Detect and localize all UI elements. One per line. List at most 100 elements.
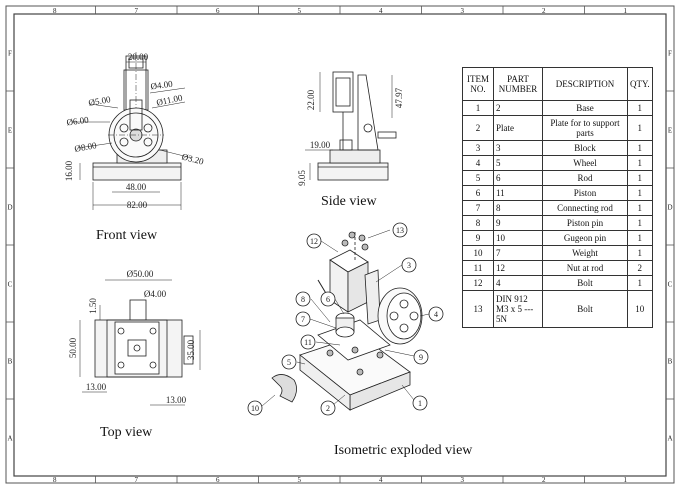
bom-cell: 3 xyxy=(462,140,494,156)
balloon-circle xyxy=(295,311,311,327)
bom-cell: 10 xyxy=(462,245,494,261)
zone-column-top: 4 xyxy=(379,7,383,15)
zone-ticks xyxy=(6,6,674,483)
bom-cell: 5 xyxy=(493,155,543,171)
balloon-circle xyxy=(392,222,408,238)
zone-column-top: 5 xyxy=(298,7,302,15)
bom-header-cell: PART NUMBER xyxy=(493,67,543,101)
balloon-circle xyxy=(401,257,417,273)
bom-cell: Rod xyxy=(542,170,628,186)
front-dimension: Ø8.00 xyxy=(74,140,98,154)
bom-cell: 9 xyxy=(462,230,494,246)
bom-cell: 2 xyxy=(493,100,543,116)
zone-row-right: B xyxy=(668,358,673,366)
zone-row-left: A xyxy=(7,435,12,443)
zone-row-right: C xyxy=(668,281,673,289)
top-dimension: 13.00 xyxy=(166,395,187,405)
balloon-number: 8 xyxy=(301,295,305,304)
isometric-view-label: Isometric exploded view xyxy=(334,443,473,458)
balloon-number: 12 xyxy=(310,237,318,246)
zone-row-right: D xyxy=(667,204,672,212)
bom-header-cell: ITEM NO. xyxy=(462,67,494,101)
balloon-circle xyxy=(295,291,311,307)
balloon-number: 10 xyxy=(251,404,259,413)
zone-column-top: 7 xyxy=(135,7,139,15)
bom-cell: Connecting rod xyxy=(542,200,628,216)
bom-cell: Nut at rod xyxy=(542,260,628,276)
bom-cell: 9 xyxy=(493,215,543,231)
zone-column-top: 1 xyxy=(624,7,628,15)
bom-cell: 10 xyxy=(493,230,543,246)
balloon-number: 13 xyxy=(396,226,404,235)
bom-cell: Piston pin xyxy=(542,215,628,231)
bom-cell: 1 xyxy=(627,230,653,246)
bom-cell: 6 xyxy=(462,185,494,201)
zone-row-left: D xyxy=(7,204,12,212)
bom-header-cell: QTY. xyxy=(627,67,653,101)
front-dimension: Ø4.00 xyxy=(150,78,174,91)
bom-cell: 4 xyxy=(462,155,494,171)
bom-header-cell: DESCRIPTION xyxy=(542,67,628,101)
balloon-number: 4 xyxy=(434,310,438,319)
front-dimension: 82.00 xyxy=(127,200,148,210)
zone-row-left: C xyxy=(8,281,13,289)
zone-row-right: A xyxy=(667,435,672,443)
balloon-circle xyxy=(247,400,263,416)
bom-cell: 1 xyxy=(627,100,653,116)
zone-column-bottom: 5 xyxy=(298,476,302,484)
top-dimension: 50.00 xyxy=(68,337,78,358)
bom-cell: Plate xyxy=(493,115,543,141)
balloon-circle xyxy=(300,334,316,350)
bom-cell: Base xyxy=(542,100,628,116)
bom-cell: 2 xyxy=(627,260,653,276)
bom-cell: 8 xyxy=(462,215,494,231)
balloon-number: 3 xyxy=(407,261,411,270)
front-view-label: Front view xyxy=(96,228,158,243)
front-dimension: 16.00 xyxy=(64,160,74,181)
front-dimension: 48.00 xyxy=(126,182,147,192)
bom-cell: 3 xyxy=(493,140,543,156)
front-dimension: Ø11.00 xyxy=(155,92,183,107)
bom-cell: 12 xyxy=(462,275,494,291)
side-dimension: 19.00 xyxy=(310,140,331,150)
balloon-number: 7 xyxy=(301,315,305,324)
balloon-number: 9 xyxy=(419,353,423,362)
bom-cell: 13 xyxy=(462,290,494,328)
top-dimension: 35.00 xyxy=(186,339,196,360)
bom-cell: 10 xyxy=(627,290,653,328)
zone-column-bottom: 3 xyxy=(461,476,465,484)
top-view-label: Top view xyxy=(100,425,153,440)
top-dimension: Ø4.00 xyxy=(144,289,167,299)
bom-cell: Plate for to support parts xyxy=(542,115,628,141)
zone-row-right: F xyxy=(668,50,672,58)
balloon-circle xyxy=(320,291,336,307)
front-view-drawing xyxy=(72,52,193,210)
bom-cell: 2 xyxy=(462,115,494,141)
balloon-number: 2 xyxy=(326,404,330,413)
zone-column-top: 8 xyxy=(53,7,57,15)
bom-cell: Block xyxy=(542,140,628,156)
bom-cell: Gugeon pin xyxy=(542,230,628,246)
zone-column-top: 3 xyxy=(461,7,465,15)
zone-row-right: E xyxy=(668,127,672,135)
bom-cell: 1 xyxy=(627,215,653,231)
front-dimension: 20.00 xyxy=(128,52,149,62)
balloon-circle xyxy=(281,354,297,370)
top-dimension: Ø50.00 xyxy=(127,269,154,279)
zone-column-bottom: 2 xyxy=(542,476,546,484)
bom-cell: 1 xyxy=(627,245,653,261)
